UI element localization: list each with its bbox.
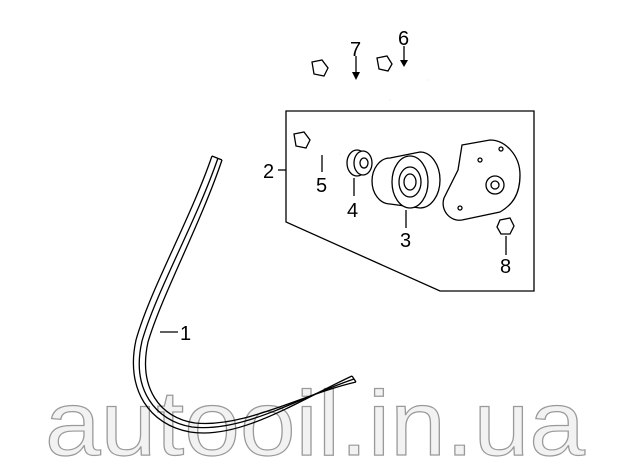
callout-8: 8 [500, 256, 511, 278]
arrowhead-7 [352, 72, 360, 80]
drive-belt [132, 155, 357, 434]
assembly-box [285, 110, 535, 292]
cover-4 [346, 149, 373, 177]
callout-5: 5 [316, 175, 327, 197]
bolt-5 [293, 131, 341, 157]
watermark: autooil.in.ua [45, 373, 586, 471]
idler-pulley-3 [371, 151, 441, 209]
callout-2: 2 [263, 161, 274, 183]
callout-3: 3 [400, 230, 411, 252]
callout-4: 4 [347, 200, 358, 222]
tensioner-body [442, 139, 521, 221]
nut-8 [496, 217, 515, 235]
bolt-7 [311, 59, 391, 102]
callout-1: 1 [180, 323, 191, 345]
bolt-6 [376, 55, 429, 82]
callout-6: 6 [398, 28, 409, 50]
arrowhead-6 [400, 60, 408, 67]
callout-7: 7 [350, 39, 361, 61]
